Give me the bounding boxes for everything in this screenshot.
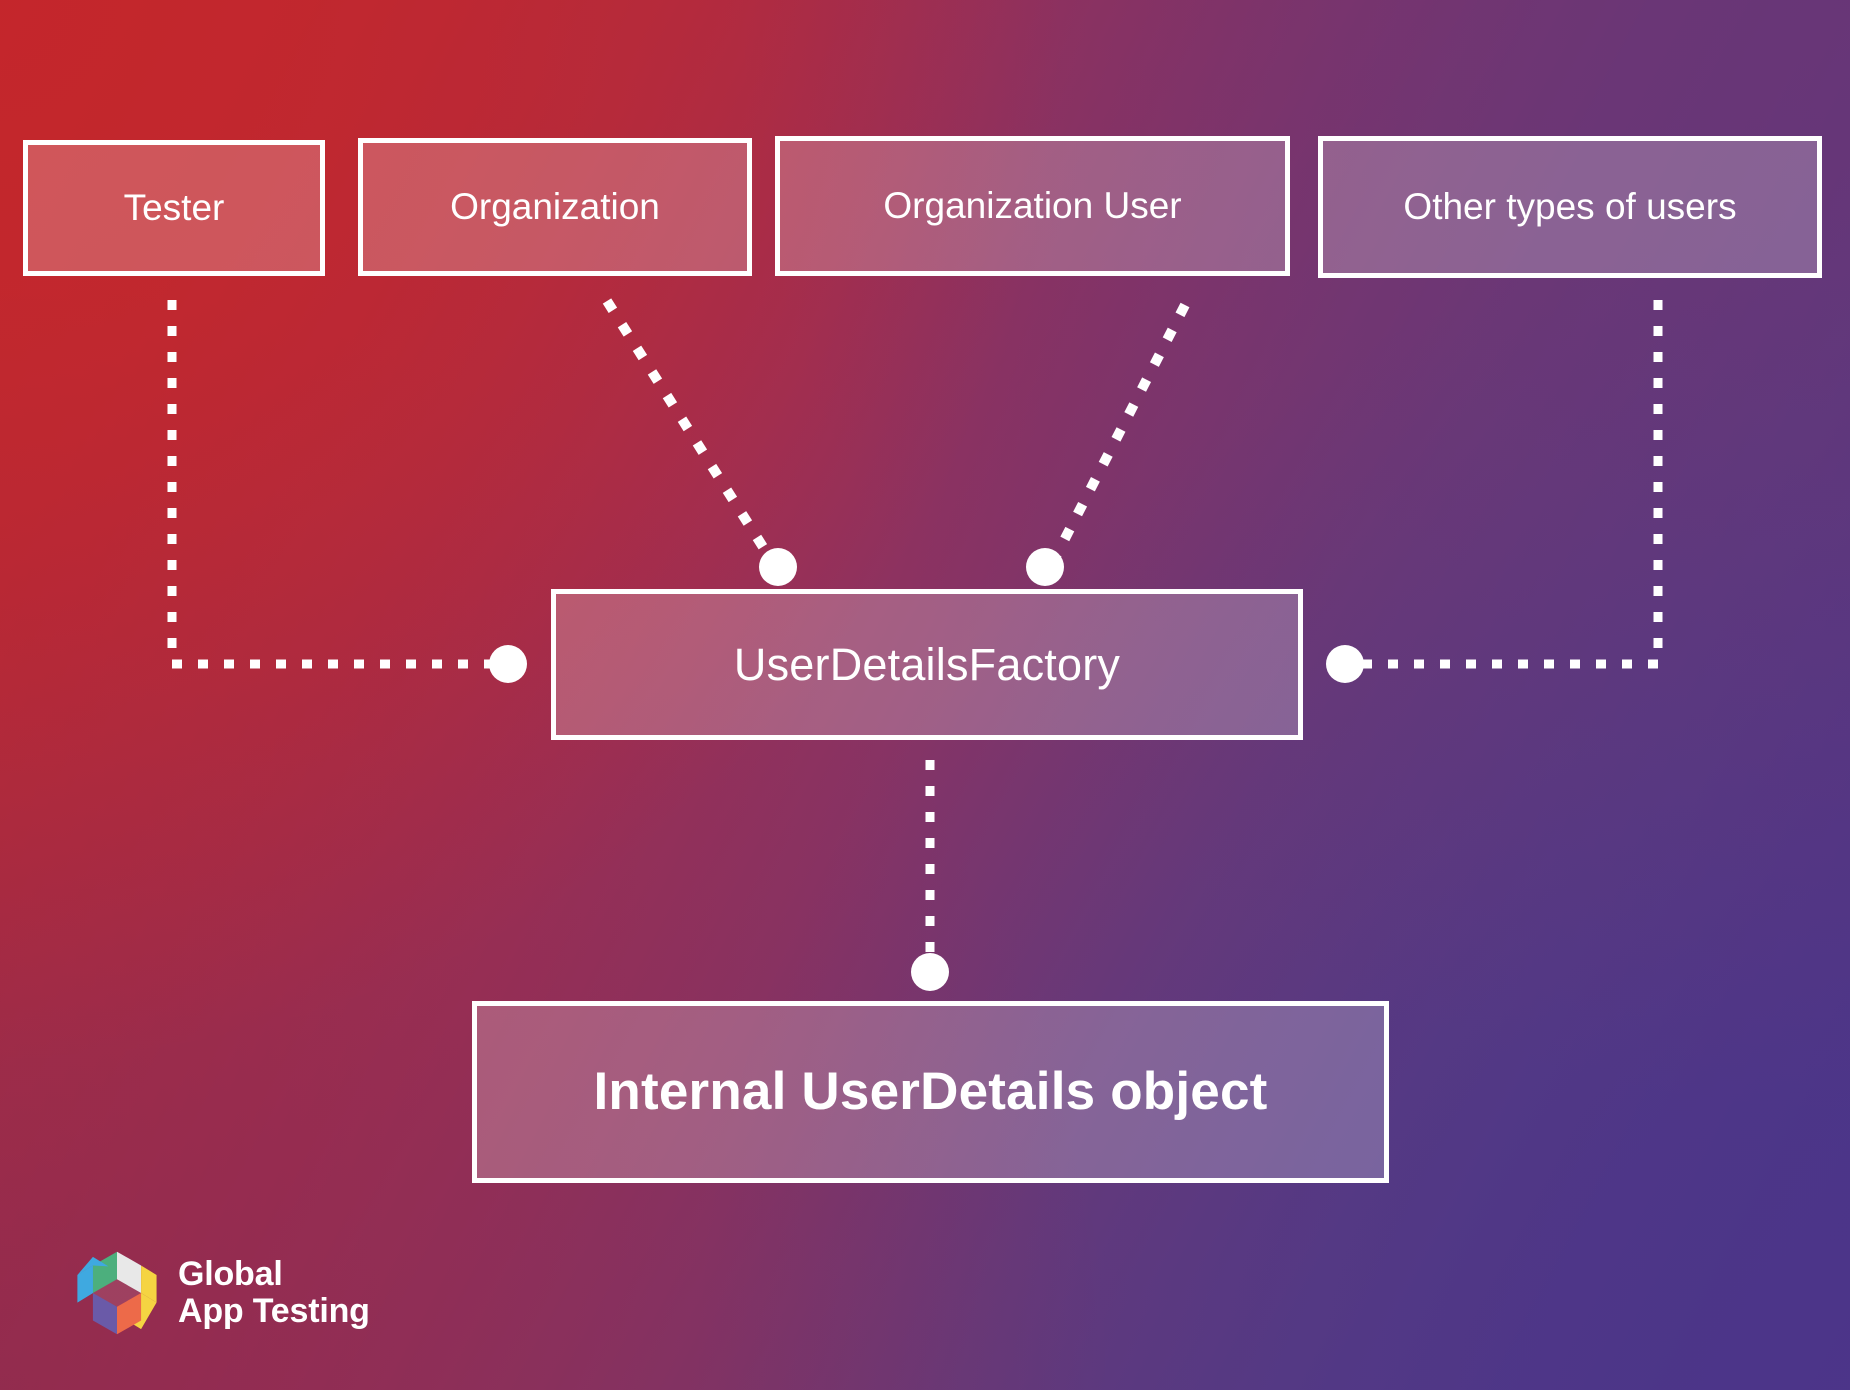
node-tester[interactable]: Tester (23, 140, 325, 276)
connector-organization-user-to-factory (1050, 302, 1190, 561)
node-internal-userdetails-object-label: Internal UserDetails object (593, 1061, 1268, 1121)
brand-logo: Global App Testing (74, 1248, 370, 1338)
connector-endpoint-dot (1026, 548, 1064, 586)
node-tester-label: Tester (123, 186, 225, 228)
node-organization[interactable]: Organization (358, 138, 752, 276)
connector-endpoint-dot (489, 645, 527, 683)
brand-logo-text: Global App Testing (178, 1256, 370, 1329)
node-organization-user-label: Organization User (883, 184, 1182, 226)
connector-endpoint-dot (759, 548, 797, 586)
connector-endpoint-dot (1326, 645, 1364, 683)
node-organization-label: Organization (450, 185, 660, 227)
connector-organization-to-factory (602, 298, 775, 561)
node-other-types-of-users[interactable]: Other types of users (1318, 136, 1822, 278)
global-app-testing-hexagon-icon (77, 1251, 157, 1335)
connector-other-users-to-factory (1358, 300, 1663, 669)
connector-endpoint-dot (911, 953, 949, 991)
connector-tester-to-factory (167, 300, 498, 669)
node-other-types-of-users-label: Other types of users (1403, 185, 1737, 227)
node-internal-userdetails-object[interactable]: Internal UserDetails object (472, 1001, 1389, 1183)
brand-logo-line1: Global (178, 1255, 283, 1294)
node-userdetailsfactory[interactable]: UserDetailsFactory (551, 589, 1303, 740)
brand-logo-line2: App Testing (178, 1292, 370, 1330)
node-userdetailsfactory-label: UserDetailsFactory (733, 638, 1121, 690)
node-organization-user[interactable]: Organization User (775, 136, 1290, 276)
